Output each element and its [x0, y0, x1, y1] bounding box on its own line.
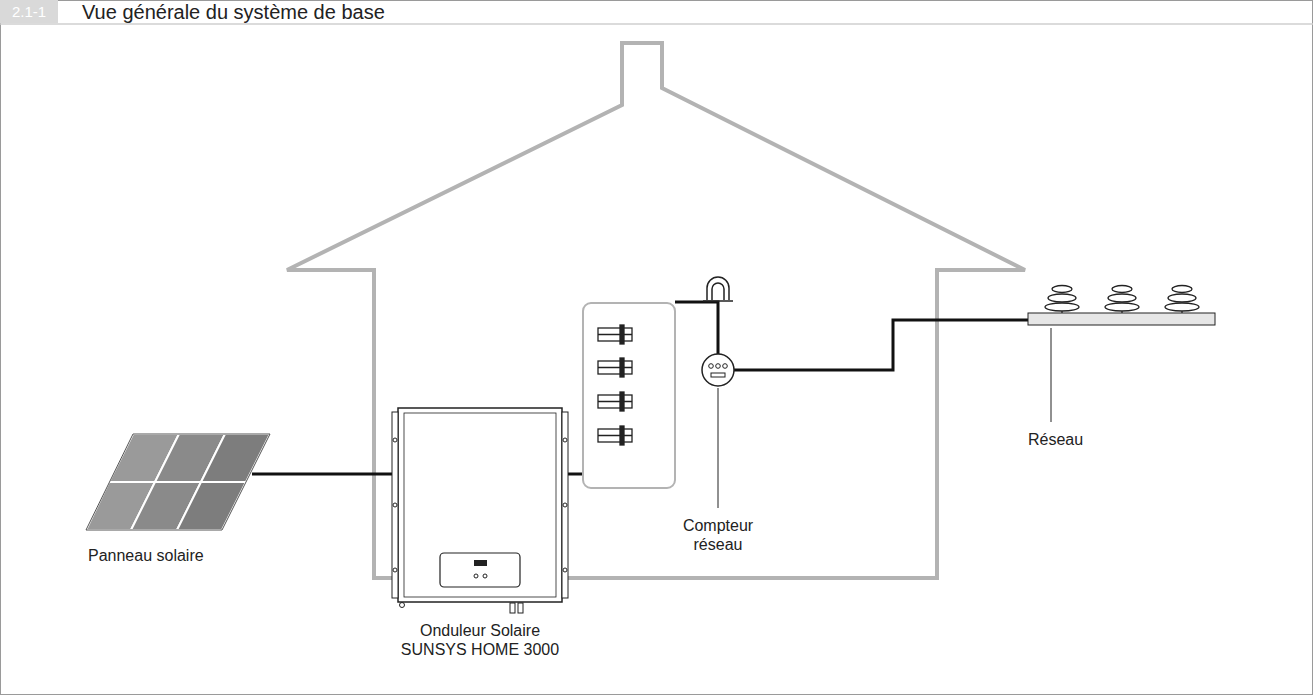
- diagram-title: Vue générale du système de base: [82, 0, 385, 24]
- solar-panel: [86, 434, 270, 530]
- inverter: [392, 408, 568, 613]
- leader-line: [1051, 328, 1052, 422]
- part-label: Onduleur Solaire SUNSYS HOME 3000: [395, 621, 565, 659]
- grid-pole: [1028, 286, 1215, 326]
- grid-meter: [702, 354, 734, 386]
- part-label: Panneau solaire: [88, 546, 204, 565]
- part-label: Compteur réseau: [668, 516, 768, 554]
- header-rule: [0, 23, 1313, 25]
- figure-number: 2.1-1: [0, 0, 58, 23]
- breaker-panel: [583, 303, 675, 488]
- service-head: [703, 277, 733, 301]
- panel-border: [86, 434, 270, 530]
- leader-line: [718, 388, 719, 508]
- part-label: Réseau: [1028, 430, 1083, 449]
